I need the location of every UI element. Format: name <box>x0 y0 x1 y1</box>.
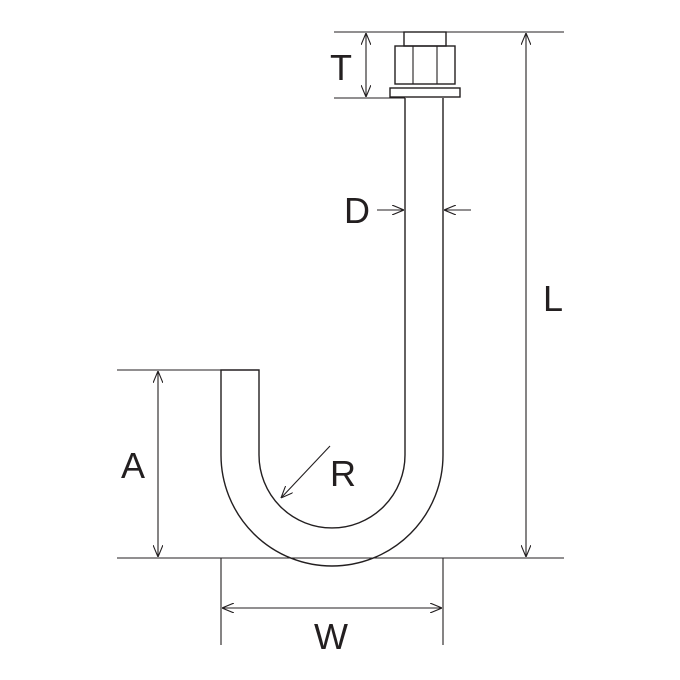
label-t: T <box>330 47 352 88</box>
label-a: A <box>121 445 145 486</box>
extension-lines <box>117 31 564 645</box>
nut-top-collar <box>403 31 447 47</box>
dimension-lines <box>158 33 526 608</box>
bolt-outline <box>220 98 444 567</box>
nut <box>394 45 456 85</box>
label-r: R <box>330 453 356 494</box>
dimension-r-leader <box>281 445 331 498</box>
label-d: D <box>344 190 370 231</box>
washer <box>389 87 461 98</box>
nut-and-washer <box>389 31 461 98</box>
label-l: L <box>543 278 563 319</box>
label-w: W <box>314 616 348 657</box>
j-bolt <box>220 98 444 567</box>
dimension-labels: T D L A R W <box>121 47 563 657</box>
